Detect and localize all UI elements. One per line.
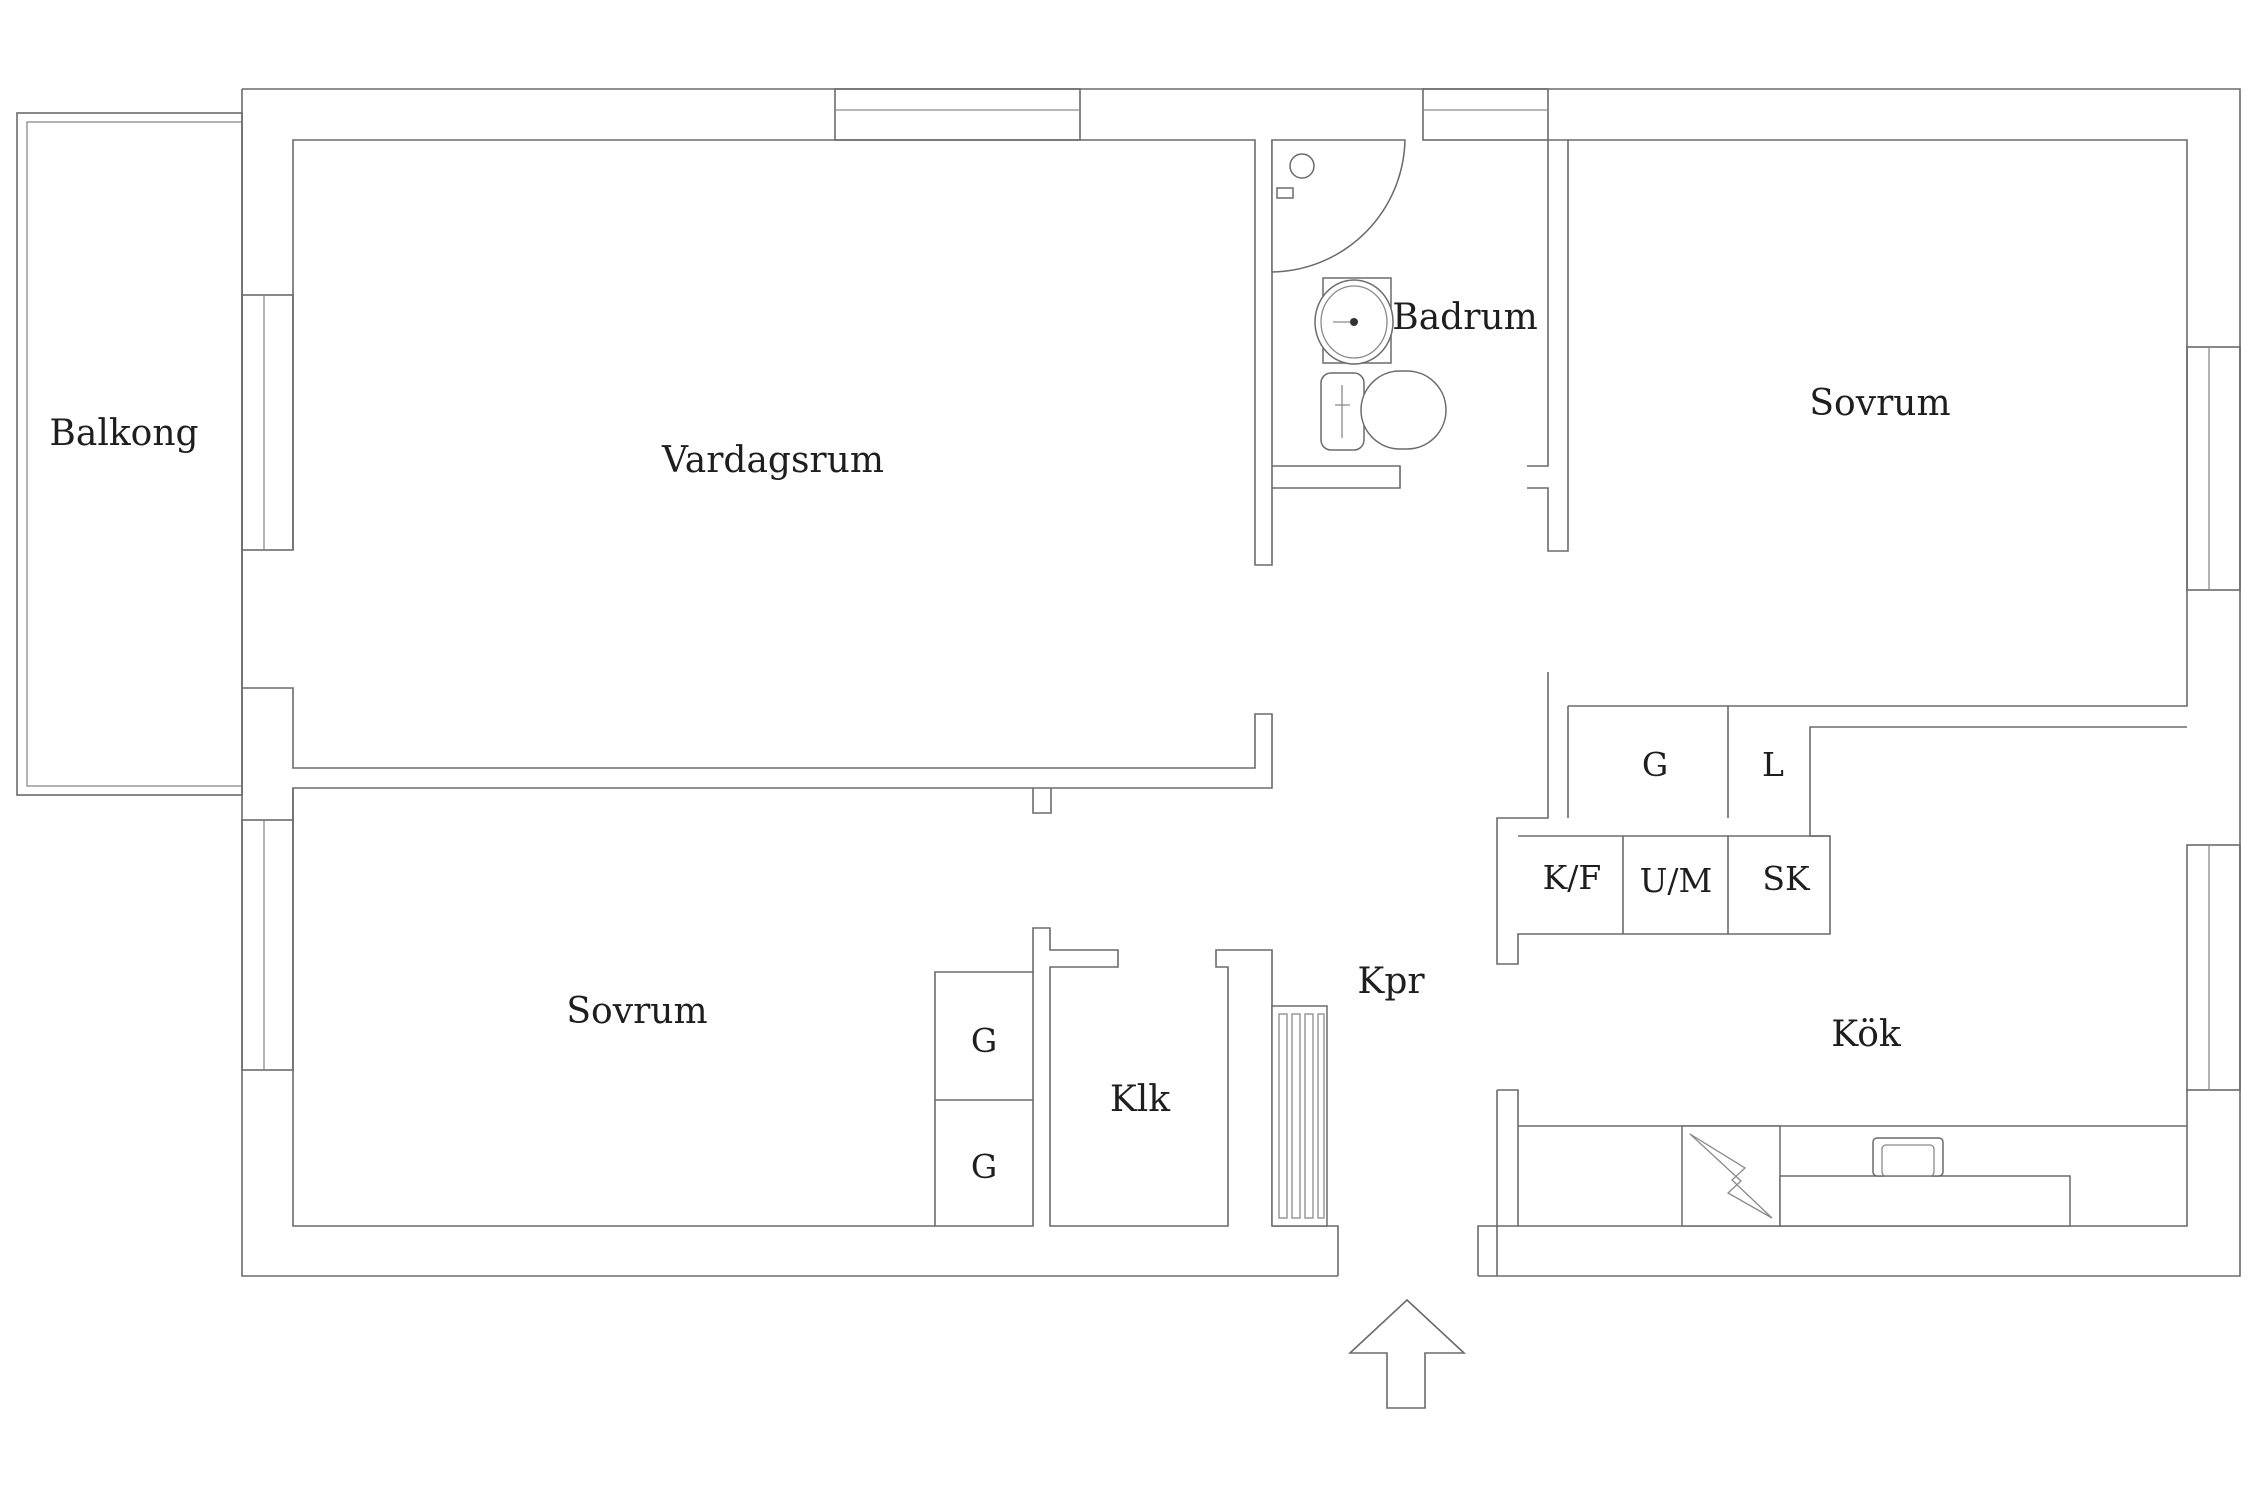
- radiator-icon: [1271, 1005, 1328, 1227]
- room-label-sovrum-lower: Sovrum: [566, 991, 707, 1032]
- room-label-sovrum-upper: Sovrum: [1809, 383, 1950, 424]
- room-label-balkong: Balkong: [49, 413, 198, 454]
- room-label-kpr: Kpr: [1357, 961, 1425, 1002]
- entrance-arrow-icon: [1347, 1298, 1467, 1409]
- cabinet-label-sk: SK: [1762, 859, 1811, 898]
- closet-label-g-upper: G: [971, 1021, 997, 1060]
- closet-label-g-kitchen: G: [1642, 745, 1668, 784]
- kitchen-sink-icon: [1872, 1137, 1944, 1177]
- room-label-badrum: Badrum: [1392, 297, 1538, 338]
- closet-label-g-lower: G: [971, 1147, 997, 1186]
- closet-label-l: L: [1762, 745, 1784, 784]
- toilet-icon: [1320, 370, 1447, 451]
- room-label-klk: Klk: [1110, 1079, 1171, 1120]
- outer-walls: [241, 88, 2241, 1277]
- appliance-label-um: U/M: [1640, 861, 1713, 900]
- stove-icon: [1681, 1125, 1781, 1227]
- room-label-kok: Kök: [1831, 1014, 1902, 1055]
- sink-icon: [1314, 277, 1394, 365]
- counter-icon: [1779, 1175, 2071, 1227]
- balcony-outline: [16, 112, 243, 796]
- interior-walls: [242, 139, 2188, 1276]
- room-label-vardagsrum: Vardagsrum: [661, 440, 884, 481]
- shower-icon: [1271, 139, 1406, 273]
- appliance-label-kf: K/F: [1543, 858, 1602, 897]
